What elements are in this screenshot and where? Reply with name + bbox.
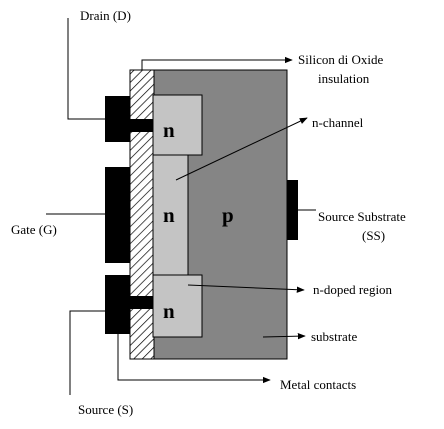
n-region-bottom: [152, 274, 203, 338]
source-contact: [105, 275, 130, 334]
substrate-contact: [287, 180, 298, 240]
label-n-doped-region: n-doped region: [313, 282, 393, 297]
drain-contact-stub: [130, 119, 153, 132]
label-oxide-line1: Silicon di Oxide: [298, 52, 383, 67]
oxide-arrow: [141, 56, 293, 70]
n-doped-arrow: [187, 284, 305, 293]
label-metal-contacts: Metal contacts: [280, 377, 356, 392]
drain-lead: [67, 18, 105, 120]
source-lead-left: [69, 310, 105, 395]
drain-contact: [105, 96, 130, 142]
source-lead: [117, 334, 271, 384]
region-label-n-middle: n: [163, 203, 175, 227]
oxide-insulation-layer: [129, 69, 155, 360]
region-label-p: p: [222, 203, 234, 227]
region-label-n-bottom: n: [163, 299, 175, 323]
label-substrate: substrate: [311, 329, 357, 344]
label-source: Source (S): [78, 402, 133, 417]
gate-contact: [105, 167, 130, 263]
substrate-arrow: [262, 332, 306, 340]
label-n-channel: n-channel: [312, 115, 364, 130]
n-region-top: [152, 94, 203, 156]
label-oxide-line2: insulation: [318, 71, 370, 86]
source-contact-stub: [130, 296, 153, 309]
n-channel-region: [152, 154, 189, 276]
region-label-n-top: n: [163, 118, 175, 142]
label-source-substrate-line1: Source Substrate: [318, 209, 406, 224]
label-gate: Gate (G): [11, 222, 57, 237]
n-channel-arrow: [175, 117, 308, 181]
label-source-substrate-line2: (SS): [362, 228, 385, 243]
label-drain: Drain (D): [80, 8, 131, 23]
